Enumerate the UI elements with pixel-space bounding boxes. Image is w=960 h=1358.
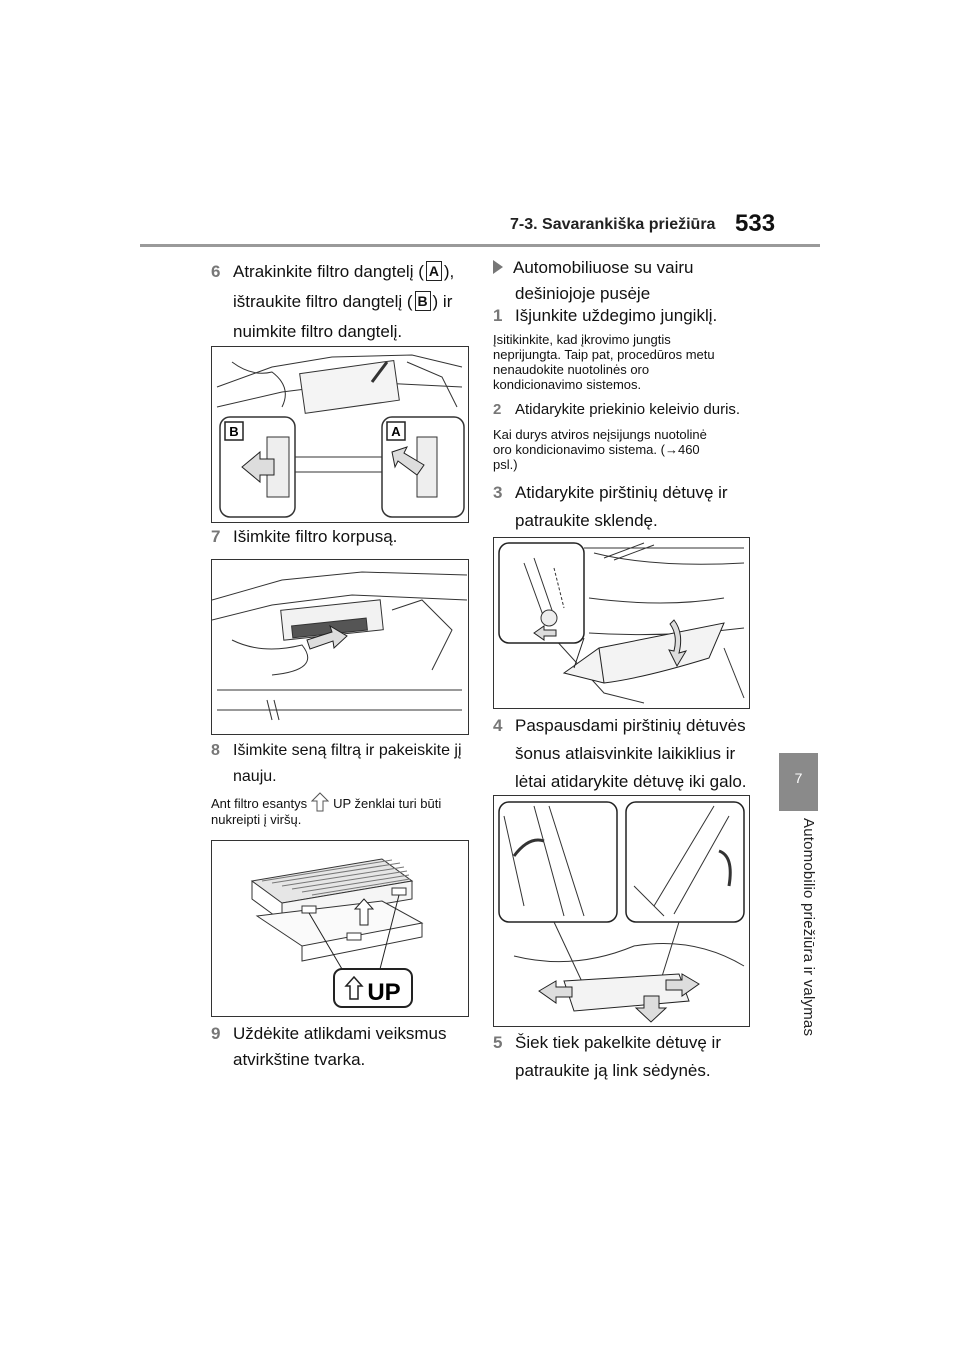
- up-arrow-icon: [311, 792, 330, 812]
- step-number: 8: [211, 742, 220, 759]
- header-rule: [140, 244, 820, 247]
- glovebox-release-illustration: [498, 801, 745, 1023]
- label-a: A: [425, 261, 442, 281]
- glovebox-open-illustration: [498, 542, 745, 704]
- chapter-title: Automobilio priežiūra ir valymas: [800, 818, 817, 1037]
- page-number: 533: [735, 210, 776, 237]
- triangle-bullet-icon: [493, 260, 503, 274]
- step-number: 5: [493, 1033, 503, 1052]
- figure-filter-housing: [211, 559, 469, 735]
- step-number: 3: [493, 483, 503, 502]
- filter-up-illustration: UP: [250, 858, 424, 1008]
- fig-label-b: B: [229, 424, 238, 439]
- arrow-icon: →: [664, 442, 678, 457]
- figure-filter-up: UP: [211, 840, 469, 1017]
- variant-heading: Automobiliuose su vairu dešiniojoje pusė…: [493, 255, 763, 307]
- figure-glovebox-open: [493, 537, 750, 709]
- up-label: UP: [367, 979, 400, 1006]
- section-title: 7-3. Savarankiška priežiūra: [510, 216, 716, 233]
- chapter-tab: [779, 753, 818, 811]
- step-number: 2: [493, 401, 502, 418]
- fig-label-a: A: [391, 424, 401, 439]
- figure-filter-cover: B A: [211, 346, 469, 523]
- step-number: 9: [211, 1024, 221, 1043]
- filter-housing-illustration: [212, 571, 468, 721]
- step-number: 1: [493, 306, 503, 325]
- page-reference[interactable]: 460: [677, 442, 700, 457]
- filter-cover-illustration: B A: [216, 354, 465, 518]
- label-b: B: [414, 291, 431, 311]
- figure-glovebox-release: [493, 795, 750, 1027]
- step-number: 7: [211, 527, 221, 546]
- chapter-number: 7: [794, 770, 803, 786]
- step-number: 4: [493, 716, 503, 735]
- step-number: 6: [211, 262, 221, 281]
